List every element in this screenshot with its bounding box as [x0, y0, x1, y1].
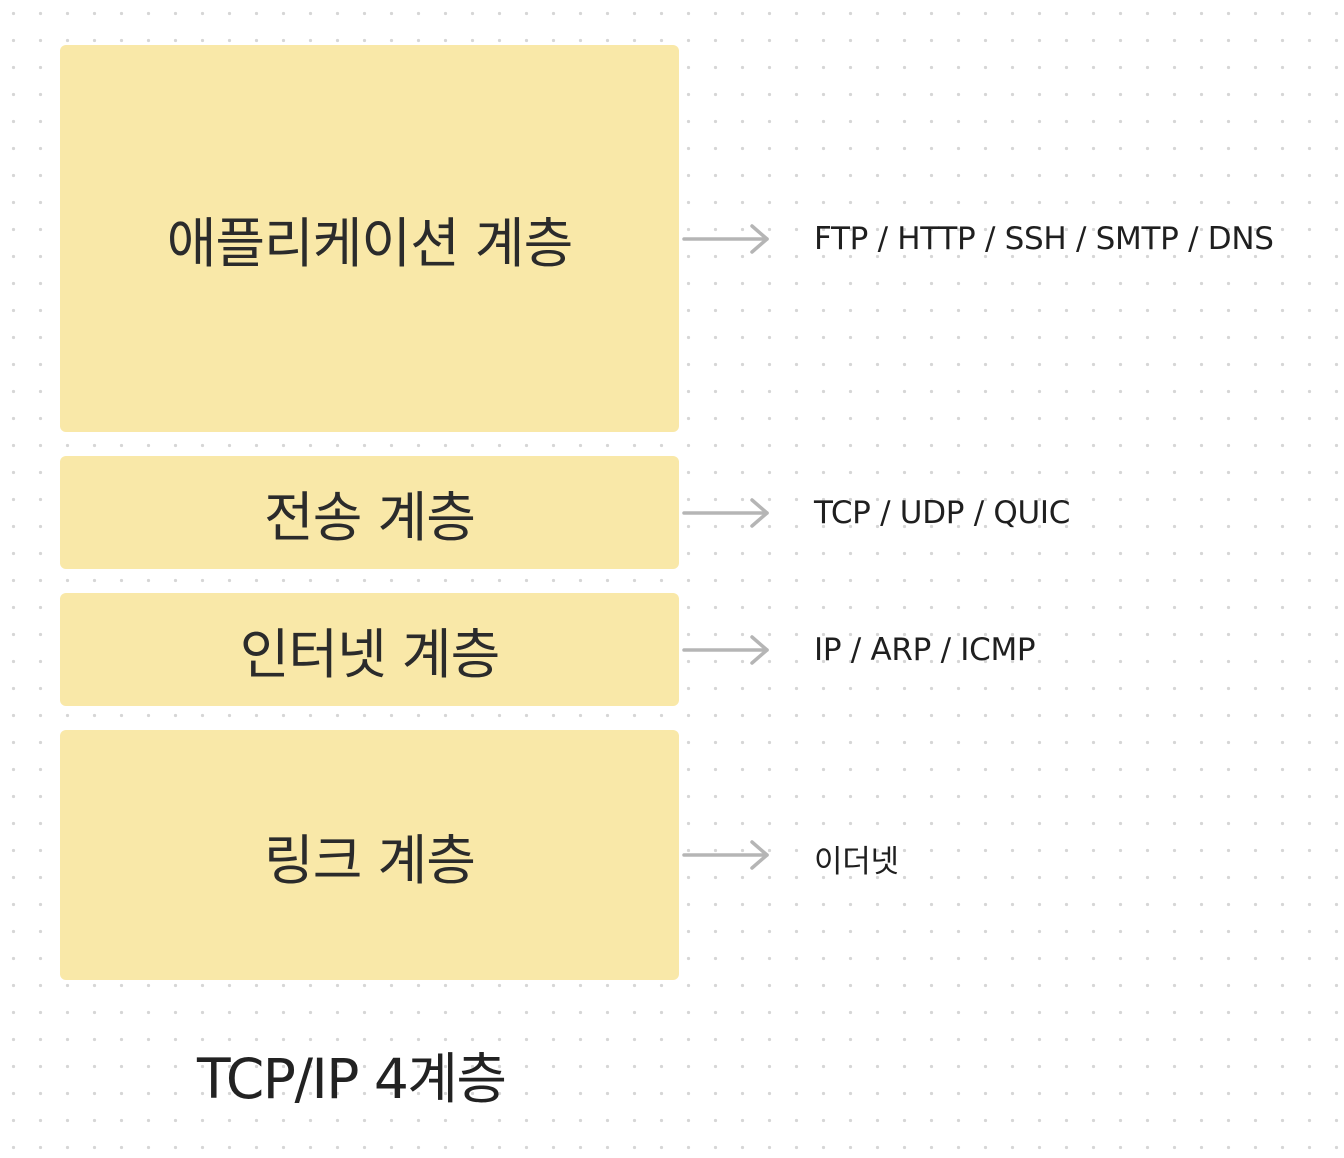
right-arrow-icon: [682, 498, 769, 528]
link-layer-box: 링크 계층: [60, 730, 679, 980]
protocol-list: TCP / UDP / QUIC: [814, 495, 1071, 531]
layer-label: 애플리케이션 계층: [166, 212, 574, 275]
protocol-list: 이더넷: [814, 844, 899, 880]
application-layer-box: 애플리케이션 계층: [60, 45, 679, 432]
diagram-title: TCP/IP 4계층: [197, 1047, 507, 1111]
transport-layer-box: 전송 계층: [60, 456, 679, 569]
layer-label: 전송 계층: [264, 486, 476, 549]
right-arrow-icon: [682, 840, 769, 870]
right-arrow-icon: [682, 635, 769, 665]
layer-label: 링크 계층: [264, 828, 476, 892]
protocol-list: FTP / HTTP / SSH / SMTP / DNS: [814, 221, 1274, 257]
layer-label: 인터넷 계층: [239, 623, 501, 686]
right-arrow-icon: [682, 224, 769, 254]
internet-layer-box: 인터넷 계층: [60, 593, 679, 706]
protocol-list: IP / ARP / ICMP: [814, 632, 1036, 668]
